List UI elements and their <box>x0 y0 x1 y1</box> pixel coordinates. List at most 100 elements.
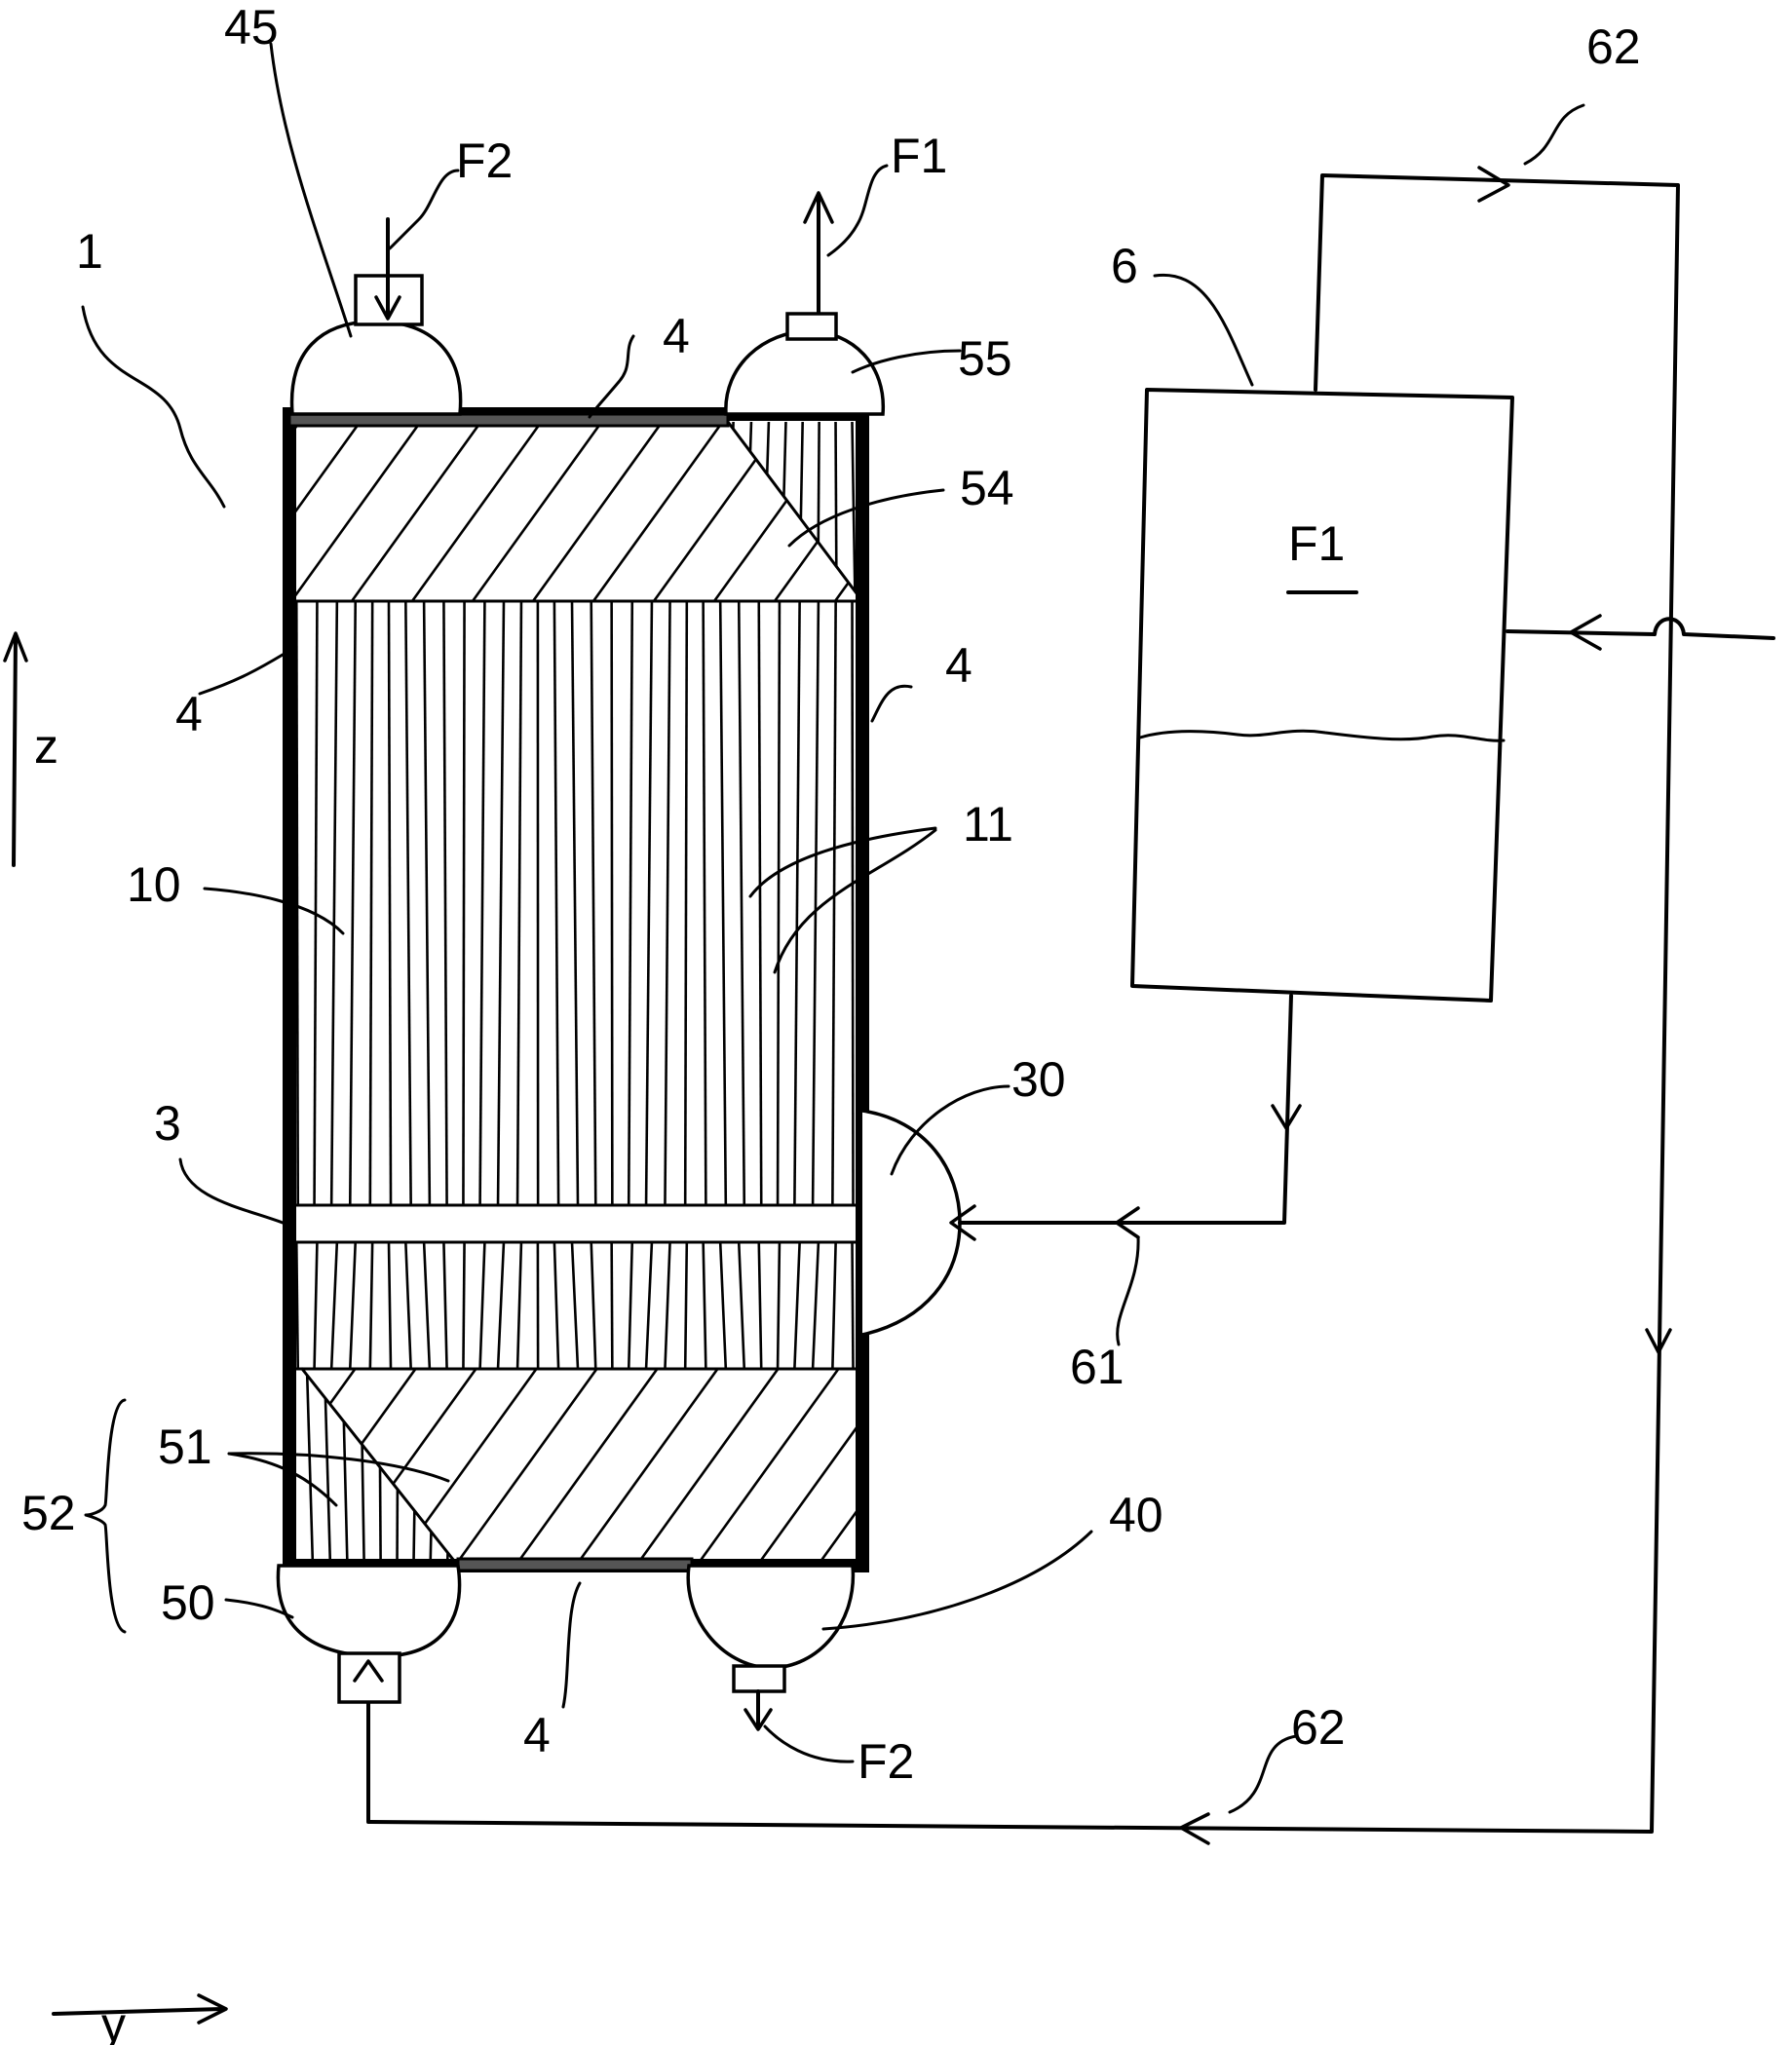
line-61 <box>958 994 1293 1225</box>
leader-4-right <box>870 684 913 723</box>
label-11: 11 <box>963 797 1013 852</box>
vertical-hatch-line <box>793 1242 801 1369</box>
vertical-hatch-line <box>412 1369 418 1566</box>
header-40-nozzle <box>732 1664 786 1693</box>
diagonal-hatch-line <box>531 422 664 601</box>
header-55-nozzle <box>785 312 838 341</box>
label-61: 61 <box>1070 1340 1125 1394</box>
label-51: 51 <box>158 1420 212 1474</box>
label-4-left: 4 <box>175 687 203 741</box>
vertical-hatch-line <box>761 422 771 601</box>
vertical-hatch-line <box>702 601 707 1205</box>
vertical-hatch-line <box>644 1242 654 1369</box>
z-axis-arrowhead <box>3 631 28 663</box>
vertical-hatch-line <box>798 422 804 601</box>
vertical-hatch-line <box>737 601 746 1205</box>
top-diagonal-divider <box>726 420 864 603</box>
vertical-hatch-line <box>348 601 358 1205</box>
vertical-hatch-line <box>757 601 763 1205</box>
diagonal-hatch-line <box>574 1369 719 1566</box>
vertical-hatch-line <box>718 601 728 1205</box>
loop-62-top-arrow <box>1477 166 1510 203</box>
diagonal-hatch-line <box>110 422 239 601</box>
leader-3 <box>178 1157 285 1225</box>
loop-62-right-arrow <box>1645 1328 1672 1354</box>
vertical-hatch-line <box>404 1242 412 1369</box>
label-54: 54 <box>960 461 1014 515</box>
leader-f2-top <box>388 169 460 250</box>
header-30 <box>861 1109 962 1337</box>
vertical-hatch-line <box>793 601 801 1205</box>
leader-10 <box>203 887 345 935</box>
vertical-hatch-line <box>811 1242 820 1369</box>
vertical-hatch-line <box>610 601 614 1205</box>
label-40: 40 <box>1109 1488 1163 1542</box>
diagonal-hatch-line <box>634 1369 780 1566</box>
vertical-hatch-line <box>644 601 654 1205</box>
vertical-hatch-line <box>664 1242 671 1369</box>
f2-outlet-arrowhead <box>743 1708 773 1731</box>
leader-50 <box>224 1598 294 1619</box>
vertical-hatch-line <box>834 422 838 601</box>
loop-62-bottom-arrow <box>1179 1812 1210 1845</box>
vertical-hatch-line <box>553 1242 560 1369</box>
vertical-hatch-line <box>294 601 300 1205</box>
vertical-hatch-line <box>515 1242 523 1369</box>
header-50-nozzle <box>337 1651 401 1704</box>
vertical-hatch-line <box>387 1242 393 1369</box>
label-3: 3 <box>154 1096 181 1151</box>
label-1: 1 <box>76 224 103 279</box>
diagonal-hatch-line <box>289 422 301 601</box>
leader-4-bottom <box>561 1581 582 1709</box>
vertical-hatch-line <box>387 601 393 1205</box>
vertical-hatch-line <box>294 1242 300 1369</box>
vertical-hatch-line <box>445 1369 455 1566</box>
vertical-hatch-line <box>462 601 466 1205</box>
diagonal-hatch-line <box>1016 422 1145 601</box>
diagonal-hatch-line <box>712 422 845 601</box>
leader-4-top <box>588 334 635 419</box>
vertical-hatch-line <box>422 1242 432 1369</box>
vertical-hatch-line <box>683 601 689 1205</box>
y-axis-arrow <box>52 2007 224 2016</box>
vertical-hatch-line <box>627 601 634 1205</box>
separator-bar-3 <box>284 1203 868 1244</box>
vertical-hatch-line <box>590 1242 597 1369</box>
label-f1-top: F1 <box>891 129 947 183</box>
label-45: 45 <box>224 0 279 55</box>
vertical-hatch-line <box>341 1369 349 1566</box>
leader-f2-bottom <box>763 1724 855 1763</box>
vertical-hatch-line <box>610 1242 614 1369</box>
label-10: 10 <box>127 857 181 912</box>
vertical-hatch-line <box>478 601 486 1205</box>
vertical-hatch-line <box>737 1242 746 1369</box>
leader-1 <box>81 305 226 509</box>
diagonal-hatch-line <box>514 1369 659 1566</box>
leader-61 <box>1116 1235 1140 1346</box>
bottom-wall-4 <box>456 1557 694 1572</box>
vertical-hatch-line <box>496 1242 506 1369</box>
vertical-hatch-line <box>851 422 857 601</box>
diagonal-hatch-line <box>938 1369 1080 1566</box>
header-40 <box>686 1564 856 1670</box>
vertical-hatch-line <box>313 1242 319 1369</box>
label-y: y <box>101 1997 126 2045</box>
vertical-hatch-line <box>683 1242 689 1369</box>
vertical-hatch-line <box>570 601 580 1205</box>
core-passages-lower <box>294 1242 855 1369</box>
diagonal-hatch-line <box>289 422 422 601</box>
diagonal-hatch-line <box>695 1369 840 1566</box>
leader-54 <box>787 488 945 548</box>
label-f2-bottom: F2 <box>858 1734 914 1789</box>
loop-62-up-arrowhead <box>353 1659 384 1683</box>
leader-f1-top <box>826 164 889 257</box>
top-wall-4 <box>287 412 730 428</box>
label-4-right: 4 <box>945 638 972 693</box>
leader-51-b <box>227 1452 450 1483</box>
diagonal-hatch-line <box>652 422 784 601</box>
diagonal-hatch-line <box>410 422 543 601</box>
vertical-hatch-line <box>570 1242 580 1369</box>
vertical-hatch-line <box>478 1242 486 1369</box>
vertical-hatch-line <box>817 422 820 601</box>
leader-40 <box>821 1530 1093 1631</box>
